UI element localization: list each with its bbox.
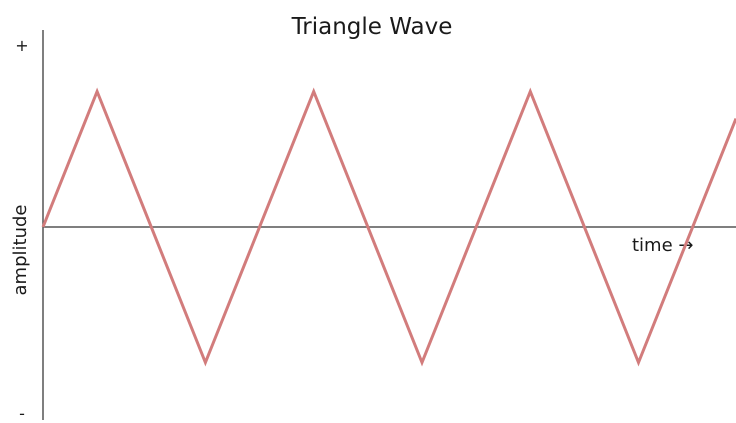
x-axis-label: time →: [632, 235, 693, 256]
y-tick-label-minus: -: [19, 404, 25, 423]
y-axis-label: amplitude: [10, 205, 31, 296]
y-tick-label-plus: +: [15, 36, 28, 55]
series-line-triangle-wave: [41, 87, 736, 367]
chart-title: Triangle Wave: [291, 14, 453, 40]
